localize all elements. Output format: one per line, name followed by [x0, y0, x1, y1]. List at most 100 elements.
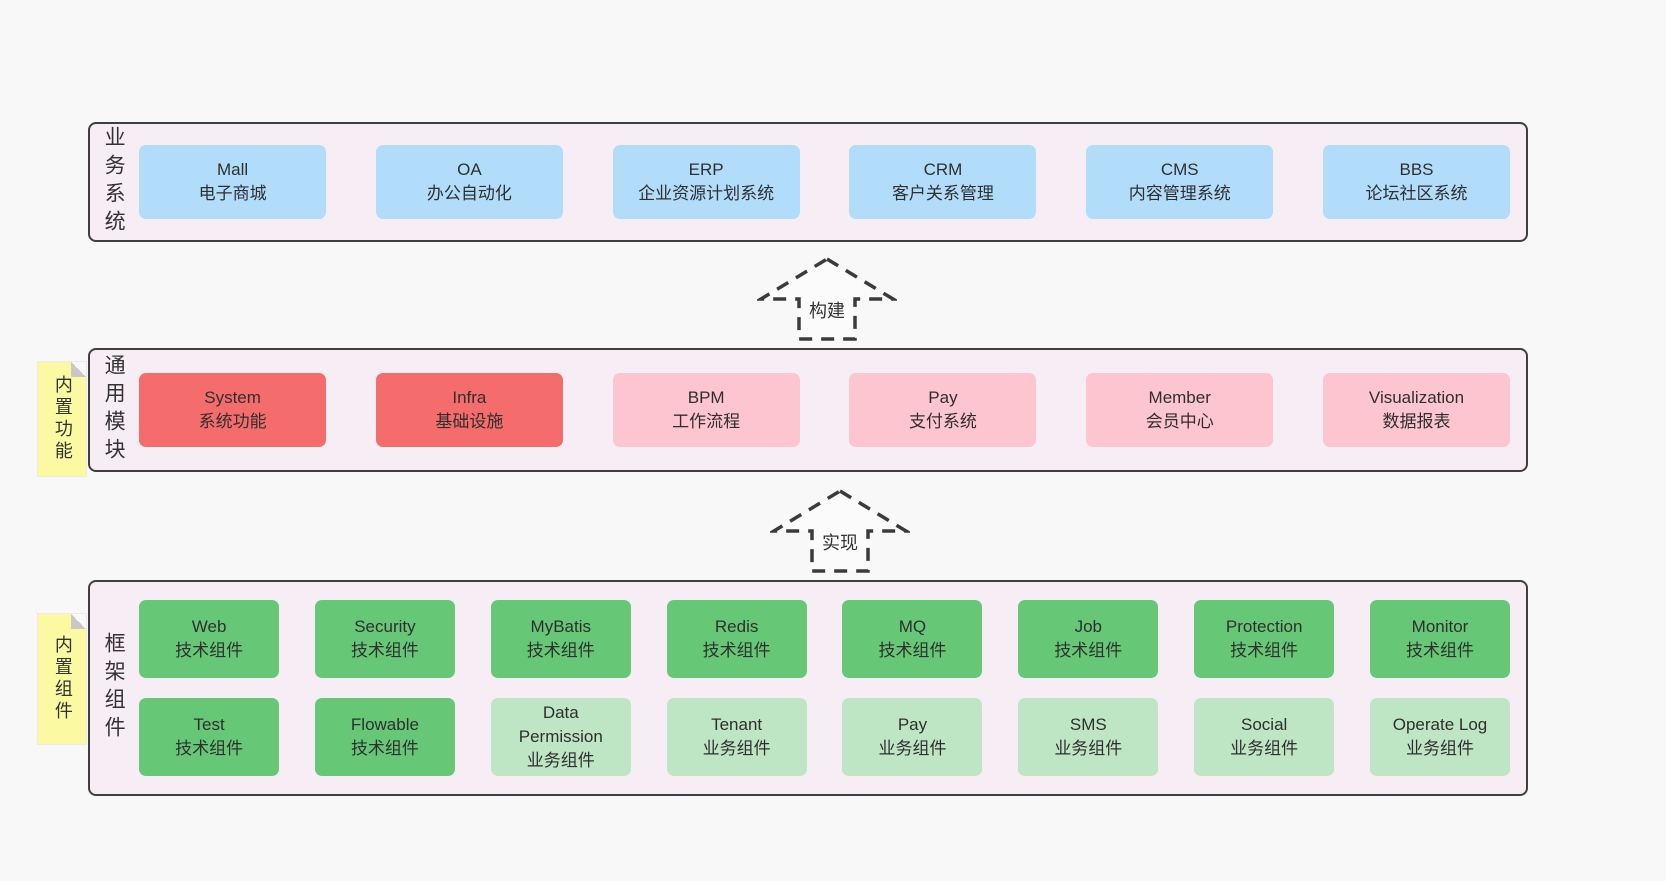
- box-subtitle: 技术组件: [1406, 641, 1474, 660]
- box-bbs: BBS 论坛社区系统: [1323, 145, 1510, 219]
- box-title: CRM: [923, 160, 963, 179]
- box-title: BBS: [1399, 160, 1434, 179]
- box-subtitle: 业务组件: [526, 751, 595, 770]
- box-title: System: [204, 388, 261, 407]
- box-title: MyBatis: [530, 617, 592, 636]
- band-business-label: 业务系统: [102, 126, 126, 238]
- box-subtitle: 技术组件: [175, 739, 244, 758]
- box-subtitle: 企业资源计划系统: [638, 184, 775, 203]
- box-flowable: Flowable 技术组件: [314, 698, 455, 776]
- box-data-permission: Data Permission 业务组件: [490, 698, 631, 776]
- note-fold-icon: [71, 614, 86, 629]
- box-operate-log: Operate Log 业务组件: [1370, 698, 1510, 776]
- box-title: Operate Log: [1392, 715, 1488, 734]
- box-title: Security: [354, 617, 416, 636]
- box-subtitle: 基础设施: [435, 412, 504, 431]
- box-mall: Mall 电子商城: [139, 145, 327, 219]
- box-title: MQ: [898, 617, 927, 636]
- box-title: Visualization: [1368, 388, 1465, 407]
- box-web: Web 技术组件: [139, 600, 280, 678]
- box-title: Test: [193, 715, 225, 734]
- box-title: SMS: [1069, 715, 1107, 734]
- box-title: Redis: [714, 617, 759, 636]
- box-oa: OA 办公自动化: [375, 145, 563, 219]
- box-title: ERP: [688, 160, 724, 179]
- box-bpm: BPM 工作流程: [612, 373, 800, 447]
- box-pay-business: Pay 业务组件: [842, 698, 983, 776]
- box-redis: Redis 技术组件: [666, 600, 807, 678]
- box-title: Protection: [1225, 617, 1303, 636]
- box-subtitle: 技术组件: [1230, 641, 1299, 660]
- dashed-up-arrow-icon: 构建: [757, 256, 897, 341]
- box-title: OA: [457, 160, 482, 179]
- note-fold-icon: [71, 362, 86, 377]
- box-title: Flowable: [350, 715, 419, 734]
- note-text: 内置功能: [52, 375, 73, 463]
- box-crm: CRM 客户关系管理: [849, 145, 1037, 219]
- box-subtitle: 技术组件: [350, 739, 419, 758]
- band-common-modules: 通用模块 System 系统功能 Infra 基础设施 BPM 工作流程 Pay…: [88, 348, 1528, 472]
- box-title: Data Permission: [518, 703, 603, 746]
- band-framework-components: 框架组件 Web 技术组件 Security 技术组件 MyBatis 技术组件…: [88, 580, 1528, 796]
- sticky-note-builtin-components: 内置组件: [38, 614, 86, 744]
- box-subtitle: 支付系统: [908, 412, 977, 431]
- box-title: Member: [1148, 388, 1211, 407]
- box-protection: Protection 技术组件: [1194, 600, 1335, 678]
- band-modules-label: 通用模块: [102, 354, 126, 466]
- framework-rows: Web 技术组件 Security 技术组件 MyBatis 技术组件 Redi…: [139, 600, 1510, 776]
- box-mybatis: MyBatis 技术组件: [490, 600, 631, 678]
- box-subtitle: 业务组件: [878, 739, 947, 758]
- box-title: Social: [1241, 715, 1288, 734]
- box-subtitle: 技术组件: [878, 641, 947, 660]
- box-subtitle: 数据报表: [1382, 412, 1451, 431]
- build-arrow-icon: 构建: [757, 255, 897, 343]
- box-pay: Pay 支付系统: [849, 373, 1037, 447]
- box-infra: Infra 基础设施: [375, 373, 563, 447]
- box-subtitle: 会员中心: [1145, 412, 1214, 431]
- box-cms: CMS 内容管理系统: [1086, 145, 1274, 219]
- band-business-systems: 业务系统 Mall 电子商城 OA 办公自动化 ERP 企业资源计划系统 CRM…: [88, 122, 1528, 242]
- box-subtitle: 技术组件: [350, 641, 419, 660]
- box-subtitle: 业务组件: [1230, 739, 1299, 758]
- box-title: Infra: [452, 388, 487, 407]
- build-arrow-label: 构建: [809, 301, 845, 321]
- sticky-note-builtin-features: 内置功能: [38, 362, 86, 476]
- box-subtitle: 技术组件: [1054, 641, 1123, 660]
- box-visualization: Visualization 数据报表: [1323, 373, 1510, 447]
- box-subtitle: 技术组件: [702, 641, 771, 660]
- box-title: CMS: [1160, 160, 1199, 179]
- box-subtitle: 业务组件: [1054, 739, 1123, 758]
- box-security: Security 技术组件: [314, 600, 455, 678]
- box-subtitle: 工作流程: [672, 412, 741, 431]
- box-job: Job 技术组件: [1018, 600, 1159, 678]
- box-title: BPM: [687, 388, 725, 407]
- note-text: 内置组件: [52, 635, 73, 723]
- band-framework-label: 框架组件: [102, 632, 126, 744]
- dashed-up-arrow-icon: 实现: [770, 488, 910, 573]
- module-boxes: System 系统功能 Infra 基础设施 BPM 工作流程 Pay 支付系统…: [139, 373, 1510, 447]
- box-subtitle: 客户关系管理: [891, 184, 994, 203]
- box-subtitle: 论坛社区系统: [1365, 184, 1468, 203]
- box-title: Pay: [928, 388, 958, 407]
- box-subtitle: 业务组件: [702, 739, 771, 758]
- box-title: Tenant: [711, 715, 763, 734]
- box-erp: ERP 企业资源计划系统: [612, 145, 800, 219]
- implement-arrow-icon: 实现: [770, 487, 910, 575]
- box-subtitle: 技术组件: [175, 641, 244, 660]
- box-subtitle: 电子商城: [198, 184, 267, 203]
- box-test: Test 技术组件: [139, 698, 280, 776]
- box-title: Monitor: [1411, 617, 1469, 636]
- box-subtitle: 业务组件: [1406, 739, 1474, 758]
- box-sms: SMS 业务组件: [1018, 698, 1159, 776]
- framework-row-1: Web 技术组件 Security 技术组件 MyBatis 技术组件 Redi…: [139, 600, 1510, 678]
- box-subtitle: 办公自动化: [426, 184, 512, 203]
- box-system: System 系统功能: [139, 373, 327, 447]
- box-mq: MQ 技术组件: [842, 600, 983, 678]
- box-subtitle: 内容管理系统: [1128, 184, 1231, 203]
- box-tenant: Tenant 业务组件: [666, 698, 807, 776]
- box-monitor: Monitor 技术组件: [1370, 600, 1510, 678]
- box-subtitle: 系统功能: [198, 412, 267, 431]
- framework-row-2: Test 技术组件 Flowable 技术组件 Data Permission …: [139, 698, 1510, 776]
- box-title: Job: [1074, 617, 1103, 636]
- box-title: Mall: [217, 160, 249, 179]
